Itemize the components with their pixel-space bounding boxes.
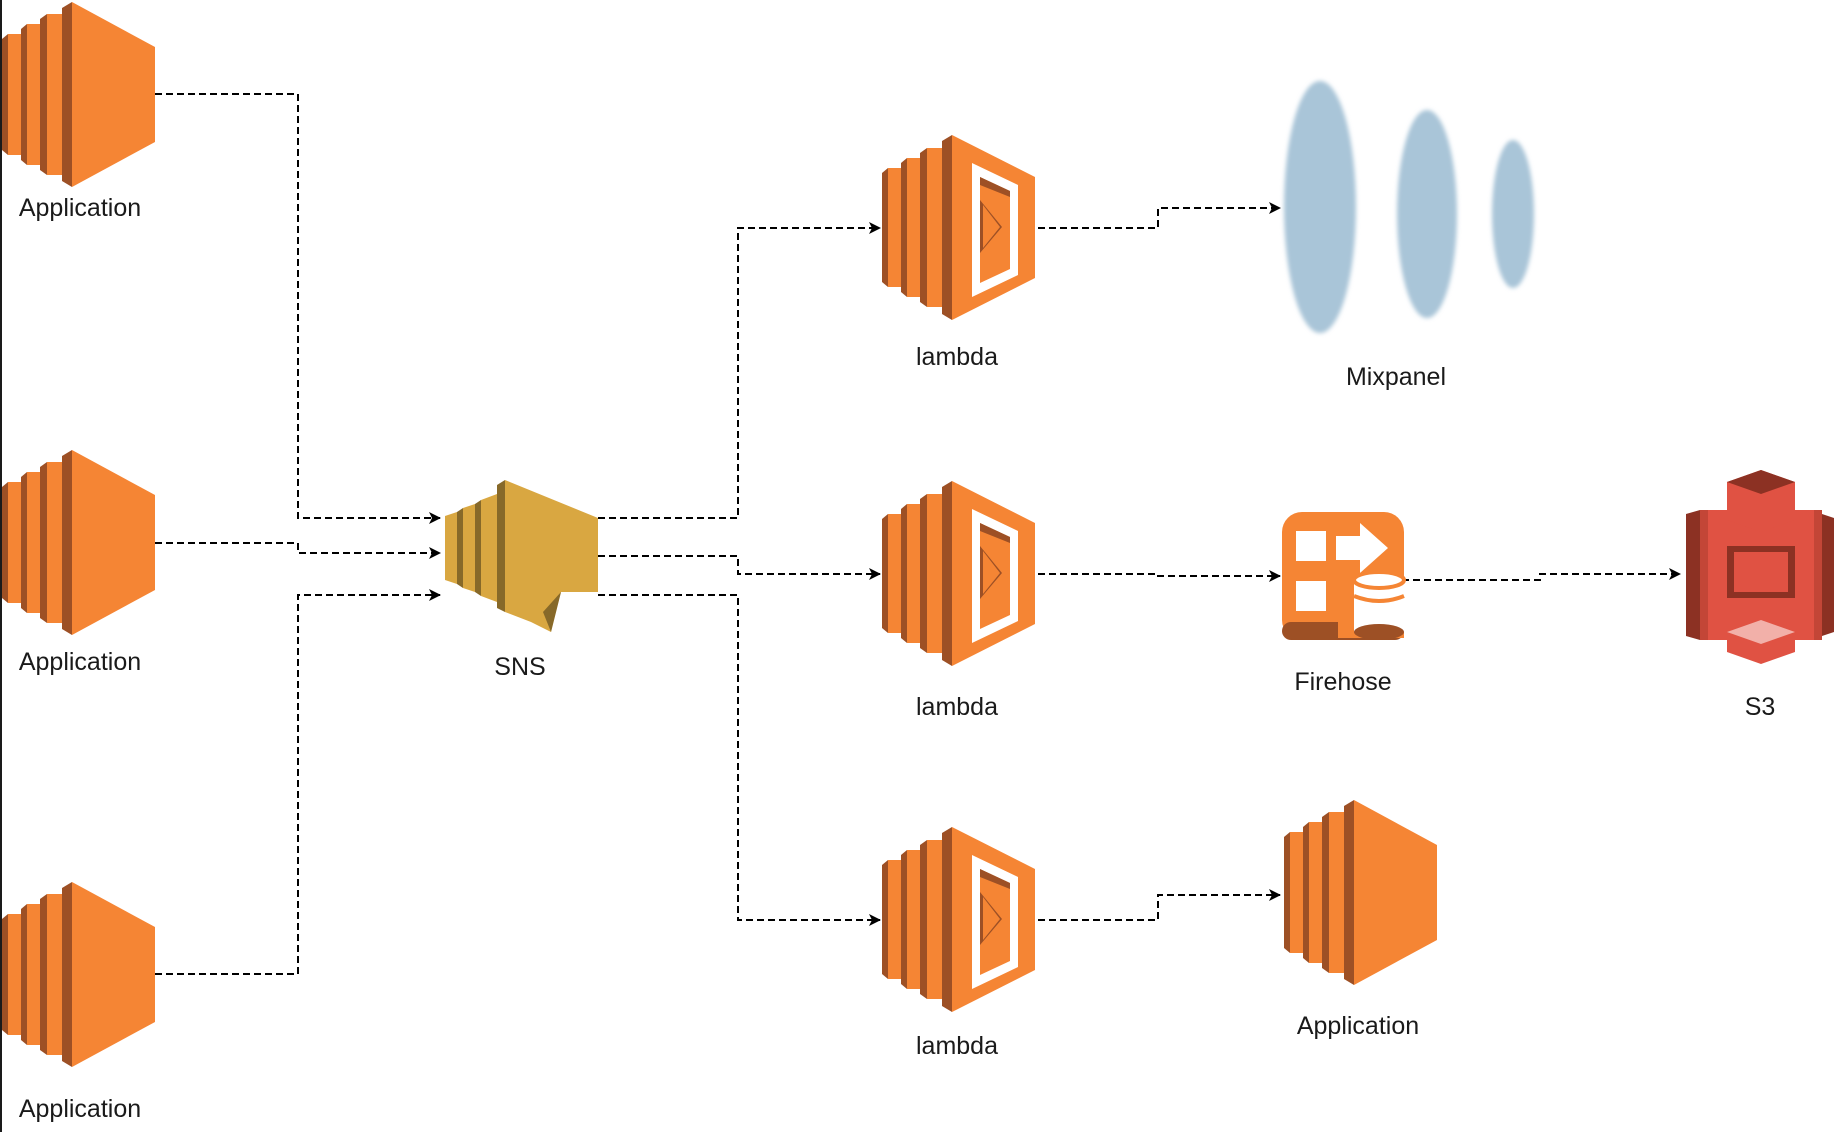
edge-sns-to-lambda-mid bbox=[598, 555, 881, 580]
mixpanel-logo-icon bbox=[1284, 81, 1534, 333]
sns-icon bbox=[445, 480, 598, 632]
mixpanel-label: Mixpanel bbox=[1345, 363, 1447, 391]
edge-lambda-mid-to-firehose bbox=[1038, 570, 1281, 582]
ec2-icon bbox=[2, 2, 155, 187]
lambda-icon bbox=[882, 135, 1035, 320]
lambda-mid-label: lambda bbox=[916, 693, 998, 721]
s3-label: S3 bbox=[1744, 693, 1776, 721]
ec2-icon bbox=[2, 450, 155, 635]
sns-label: SNS bbox=[494, 653, 546, 681]
connector-lines bbox=[155, 93, 1681, 975]
app-target-label: Application bbox=[1296, 1012, 1420, 1040]
edge-sns-to-lambda-top bbox=[598, 222, 881, 519]
s3-icon bbox=[1686, 470, 1834, 664]
app-bottom-label: Application bbox=[18, 1095, 142, 1123]
edge-firehose-to-s3 bbox=[1402, 568, 1681, 581]
ec2-icon bbox=[2, 882, 155, 1067]
edge-app-mid-to-sns bbox=[155, 542, 441, 559]
edge-sns-to-lambda-bottom bbox=[598, 594, 881, 926]
app-mid-label: Application bbox=[18, 648, 142, 676]
firehose-label: Firehose bbox=[1294, 668, 1392, 696]
lambda-top-label: lambda bbox=[916, 343, 998, 371]
lambda-bottom-label: lambda bbox=[916, 1032, 998, 1060]
edge-app-top-to-sns bbox=[155, 93, 441, 524]
lambda-icon bbox=[882, 481, 1035, 666]
app-top-label: Application bbox=[18, 194, 142, 222]
lambda-icon bbox=[882, 827, 1035, 1012]
edge-lambda-top-to-mixpanel bbox=[1038, 202, 1281, 229]
ec2-icon bbox=[1284, 800, 1437, 985]
firehose-icon bbox=[1282, 512, 1406, 640]
canvas-left-border bbox=[0, 0, 2, 1132]
edge-app-bottom-to-sns bbox=[155, 589, 441, 975]
edge-lambda-bottom-to-app-target bbox=[1038, 889, 1281, 921]
